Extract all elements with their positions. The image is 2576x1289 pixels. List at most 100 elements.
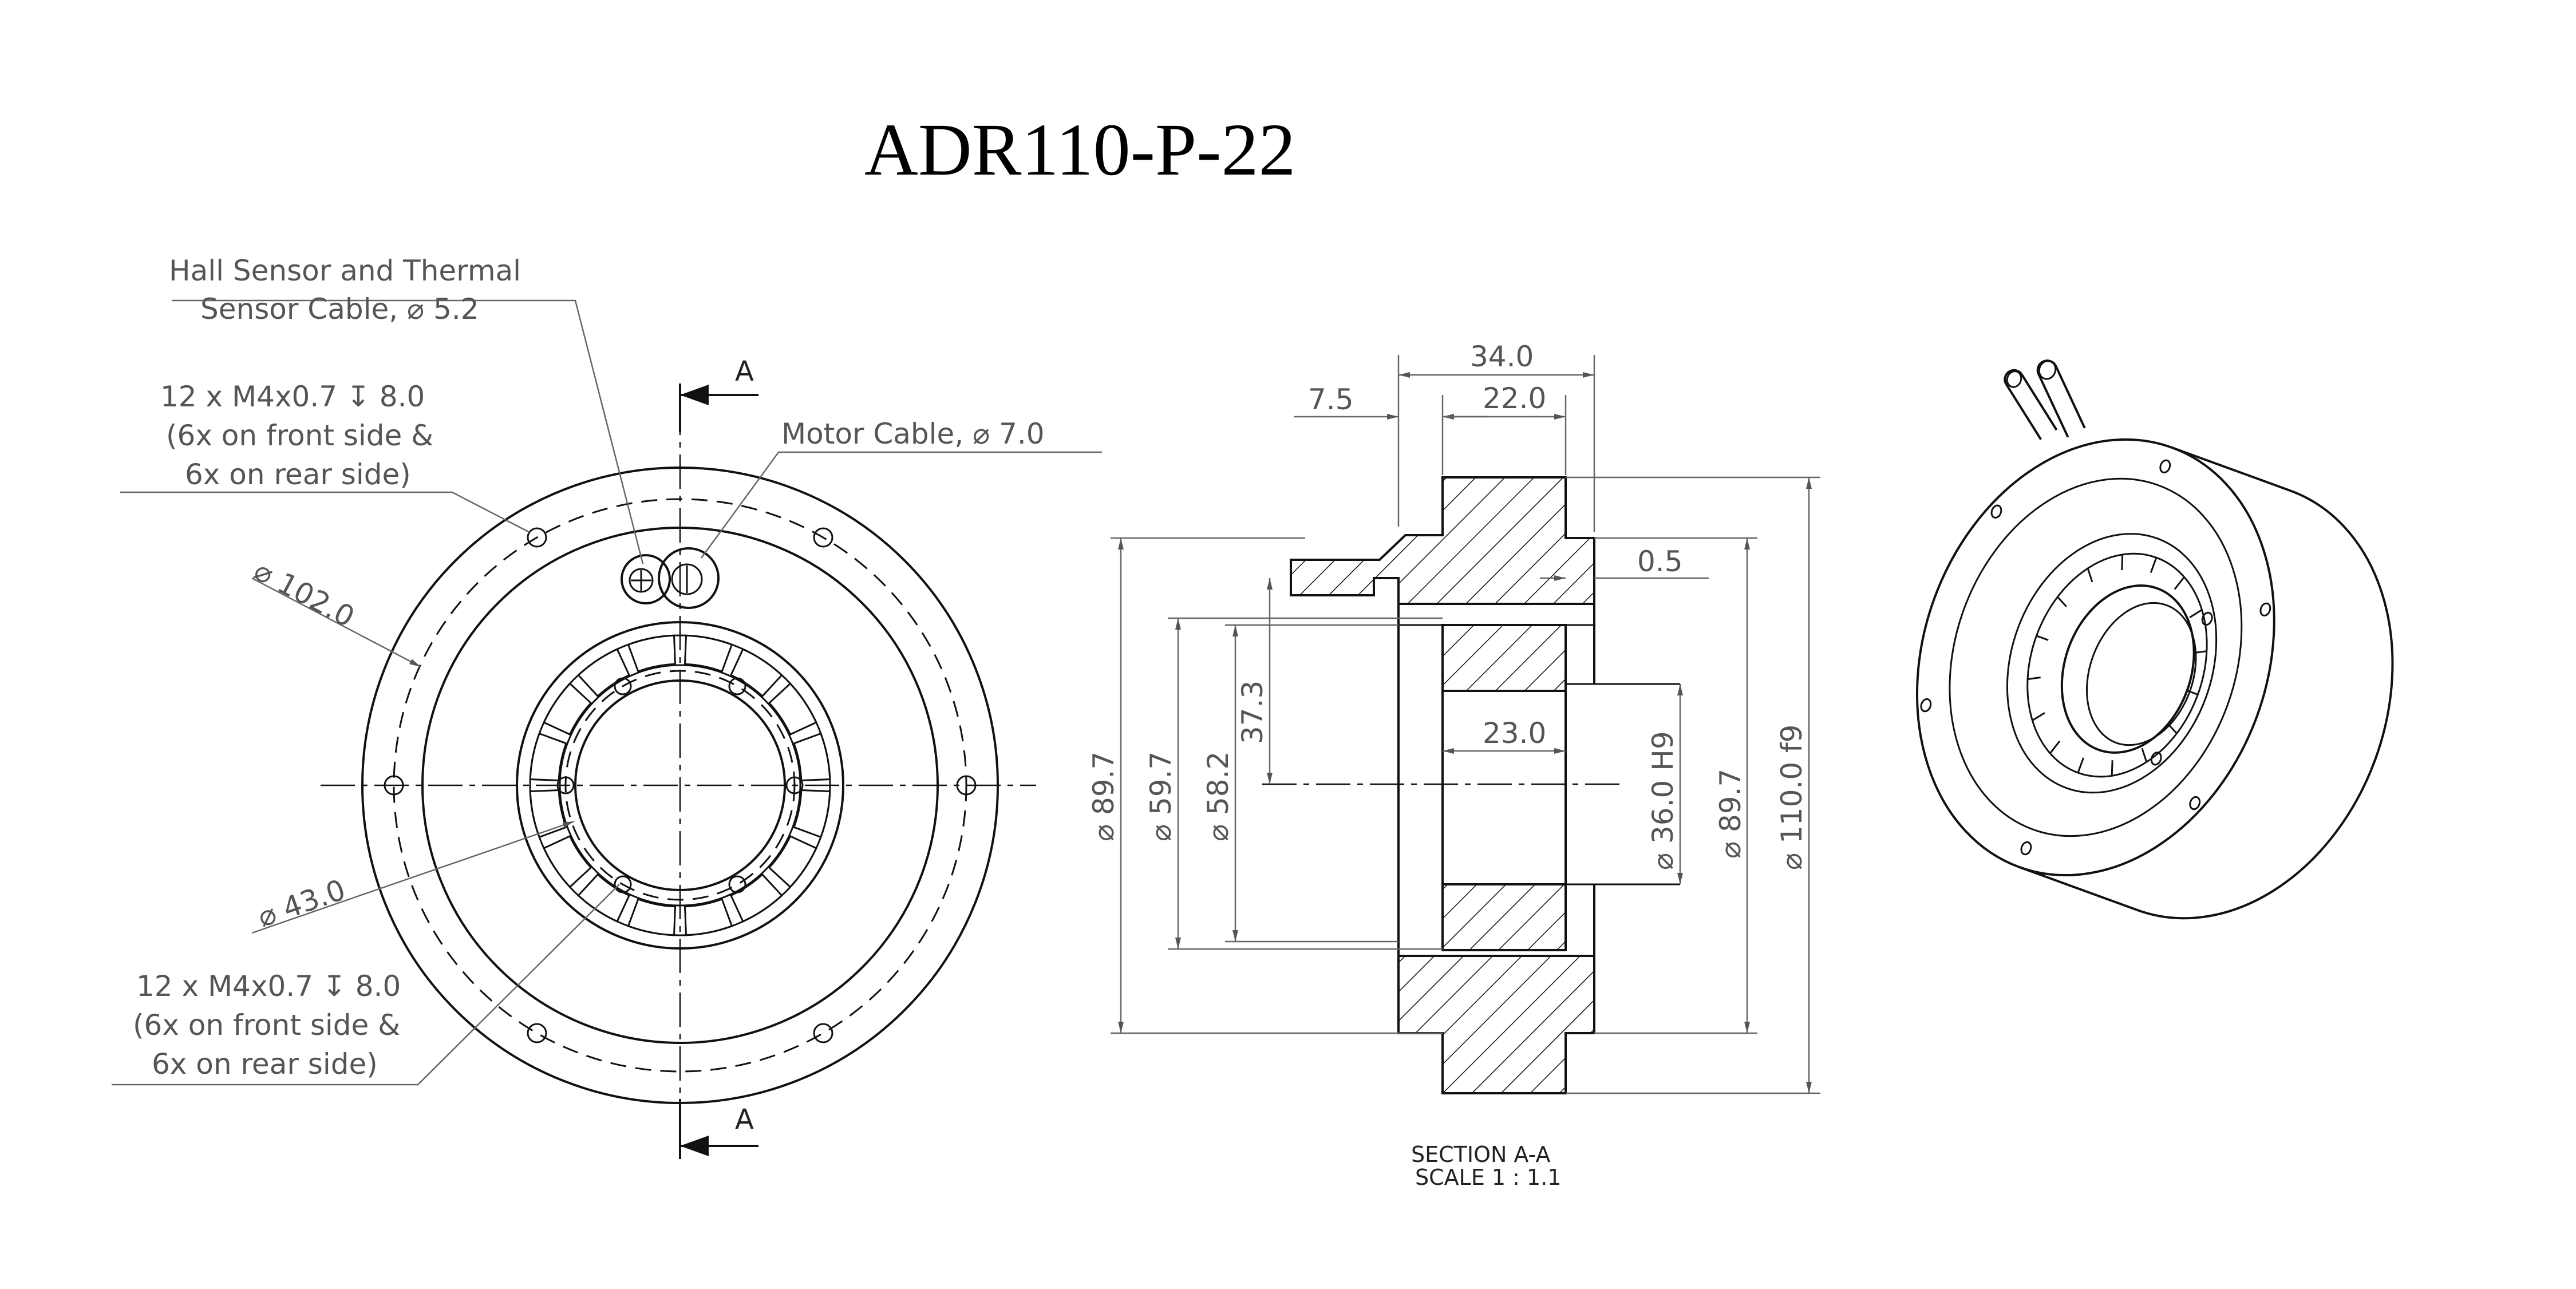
bolt-hole — [728, 875, 746, 893]
cable-bore — [629, 568, 654, 593]
iso-magnet-divider — [2049, 740, 2061, 754]
hall-cable-label-line2: Sensor Cable, ⌀ 5.2 — [200, 292, 479, 326]
bolt-hole — [956, 775, 977, 796]
iso-magnet-divider — [2174, 576, 2185, 590]
magnet-segment — [529, 732, 567, 782]
housing-face — [421, 527, 939, 1044]
bolt-hole — [614, 875, 632, 893]
iso-magnet-divider — [2057, 596, 2067, 607]
section-caption-scale: SCALE 1 : 1.1 — [1415, 1165, 1561, 1190]
magnet-segment — [577, 648, 631, 698]
dim-d-36: ⌀ 36.0 H9 — [1646, 731, 1680, 870]
motor-cable-exit — [658, 547, 720, 609]
magnet-segment — [729, 648, 783, 698]
iso-magnet-divider — [2150, 557, 2158, 574]
iso-magnet-segments — [2027, 554, 2207, 776]
iso-front-rim — [1915, 438, 2275, 877]
dim-height-37: 37.3 — [1236, 681, 1269, 744]
iso-magnet-divider — [2032, 712, 2045, 721]
section-cut-marker-bottom: A — [679, 1099, 758, 1159]
thread-top-line2: (6x on front side & — [166, 419, 433, 452]
outer-bolt-holes — [384, 527, 977, 1043]
isometric-view — [1915, 359, 2394, 920]
iso-bolt-holes — [1920, 459, 2271, 856]
section-label-bottom: A — [735, 1104, 754, 1136]
iso-magnet-divider — [2027, 677, 2041, 681]
dim-d-89-right: ⌀ 89.7 — [1714, 769, 1747, 859]
magnet-segment — [683, 898, 733, 936]
bolt-hole — [813, 527, 833, 548]
bolt-hole — [527, 1023, 547, 1043]
bearing-section-upper — [1441, 624, 1567, 692]
magnet-segment — [683, 634, 733, 673]
iso-magnet-divider — [2077, 757, 2085, 773]
bolt-circle-outer — [393, 498, 967, 1073]
section-cut-marker-top: A — [679, 355, 758, 432]
iso-magnet-divider — [2141, 748, 2148, 762]
outer-diameter-label: ⌀ 102.0 — [248, 553, 359, 634]
drawing-title: ADR110-P-22 — [864, 109, 1296, 191]
inner-diameter-label: ⌀ 43.0 — [254, 873, 350, 934]
magnet-segment — [627, 634, 677, 673]
section-label-top: A — [735, 355, 754, 388]
dim-gap: 0.5 — [1637, 545, 1683, 578]
iso-magnet-divider — [2167, 723, 2178, 734]
magnet-segment — [543, 835, 592, 888]
magnet-segment — [768, 835, 817, 888]
outer-rim — [361, 466, 999, 1104]
dim-d-110: ⌀ 110.0 f9 — [1775, 725, 1808, 870]
bolt-circle-inner — [564, 670, 796, 901]
section-caption-title: SECTION A-A — [1411, 1142, 1551, 1167]
dim-width-inner: 22.0 — [1483, 382, 1546, 415]
magnet-segment — [729, 873, 783, 923]
bolt-hole — [728, 677, 746, 695]
dim-bore-width: 23.0 — [1483, 717, 1546, 750]
cable-exits — [621, 547, 720, 609]
bolt-hole — [384, 775, 404, 796]
bolt-hole — [614, 677, 632, 695]
bolt-hole — [813, 1023, 833, 1043]
dim-d-59: ⌀ 59.7 — [1144, 752, 1178, 841]
magnet-segment — [577, 873, 631, 923]
iso-front-face — [1949, 477, 2243, 837]
leader-lines — [112, 299, 1102, 1086]
iso-magnet-divider — [2087, 568, 2093, 583]
section-dimension-lines — [1111, 355, 1820, 1094]
dim-offset: 7.5 — [1308, 383, 1354, 416]
iso-cables — [2004, 359, 2086, 440]
thread-top-line3: 6x on rear side) — [185, 458, 411, 491]
iso-magnet-divider — [2189, 609, 2203, 619]
magnet-segment — [529, 789, 567, 839]
magnet-segment — [793, 732, 831, 782]
bearing-section-lower — [1441, 883, 1567, 951]
front-view: A A — [112, 254, 1102, 1159]
thread-bottom-line2: (6x on front side & — [133, 1009, 400, 1042]
dim-width-total: 34.0 — [1470, 340, 1534, 373]
inner-bolt-holes — [556, 677, 804, 893]
housing-section-upper — [1290, 476, 1595, 605]
bolt-hole — [785, 776, 804, 794]
iso-magnet-divider — [2186, 689, 2198, 695]
iso-magnet-divider — [2193, 650, 2207, 654]
iso-magnet-divider — [2036, 635, 2049, 641]
magnet-segments — [529, 634, 831, 936]
section-view: 34.0 7.5 22.0 0.5 37.3 23.0 ⌀ 89.7 ⌀ 59.… — [1087, 340, 1820, 1190]
magnet-ring-inner — [559, 664, 801, 907]
iso-rotor-ring — [2006, 533, 2218, 794]
thread-top-line1: 12 x M4x0.7 ↧ 8.0 — [160, 380, 425, 413]
cable-bore — [671, 563, 703, 595]
magnet-segment — [627, 898, 677, 936]
iso-magnet-divider — [2121, 554, 2124, 571]
iso-bore — [2060, 584, 2195, 754]
dim-d-58: ⌀ 58.2 — [1202, 752, 1235, 841]
magnet-segment — [793, 789, 831, 839]
iso-magnet-divider — [2111, 760, 2113, 776]
thread-bottom-line1: 12 x M4x0.7 ↧ 8.0 — [136, 970, 401, 1003]
hall-cable-exit — [621, 554, 671, 604]
motor-cable-label: Motor Cable, ⌀ 7.0 — [781, 417, 1045, 450]
magnet-segment — [768, 682, 817, 736]
bolt-hole — [556, 776, 575, 794]
dim-d-89-left: ⌀ 89.7 — [1087, 752, 1120, 841]
housing-section-lower — [1397, 955, 1595, 1094]
